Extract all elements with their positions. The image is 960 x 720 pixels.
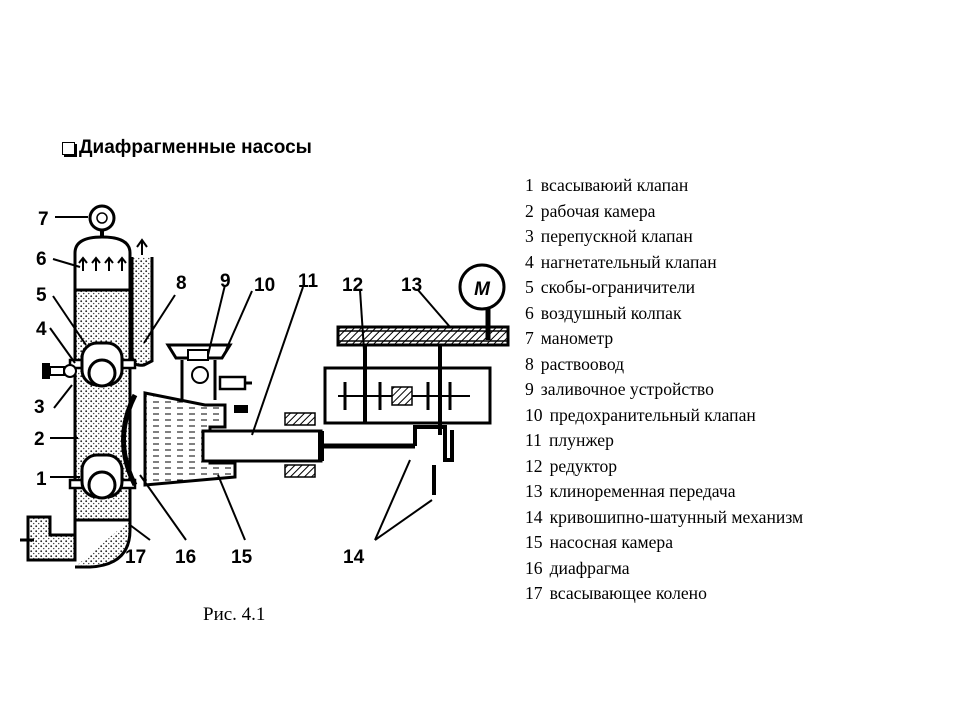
air-cap — [73, 235, 132, 292]
figure-caption: Рис. 4.1 — [203, 604, 266, 625]
callout-11: 11 — [298, 271, 319, 292]
callout-6: 6 — [36, 249, 47, 270]
suction-valve — [68, 453, 137, 500]
crank-mechanism — [413, 425, 454, 495]
suction-elbow — [26, 515, 132, 569]
mortar-pipe — [130, 238, 154, 367]
reducer — [323, 340, 492, 435]
plunger — [201, 412, 415, 478]
callout-15: 15 — [231, 547, 253, 568]
callout-1: 1 — [36, 469, 47, 490]
discharge-valve — [68, 341, 137, 388]
callout-7: 7 — [38, 209, 49, 230]
callout-12: 12 — [342, 275, 363, 296]
callout-17: 17 — [125, 547, 146, 568]
priming-device — [165, 343, 233, 400]
motor-label: M — [474, 279, 491, 300]
callout-9: 9 — [220, 271, 231, 292]
manometer — [88, 204, 116, 239]
belt-drive — [336, 308, 510, 347]
diaphragm — [121, 393, 138, 487]
callout-3: 3 — [34, 397, 45, 418]
bypass-valve — [42, 363, 77, 379]
callout-8: 8 — [176, 273, 187, 294]
callout-13: 13 — [401, 275, 422, 296]
motor: M — [458, 263, 506, 311]
section-heading: Диафрагменные насосы — [62, 137, 312, 159]
checkbox-bullet-icon — [62, 142, 75, 155]
leader-lines — [49, 216, 451, 541]
pump-diagram: M 7 6 5 4 3 2 1 8 9 10 11 12 13 14 15 16… — [20, 204, 510, 569]
callout-5: 5 — [36, 285, 47, 306]
callout-16: 16 — [175, 547, 196, 568]
callout-10: 10 — [254, 275, 275, 296]
safety-valve — [218, 375, 252, 413]
callout-14: 14 — [343, 547, 365, 568]
callout-2: 2 — [34, 429, 45, 450]
callout-4: 4 — [36, 319, 47, 340]
heading-text: Диафрагменные насосы — [79, 137, 312, 158]
